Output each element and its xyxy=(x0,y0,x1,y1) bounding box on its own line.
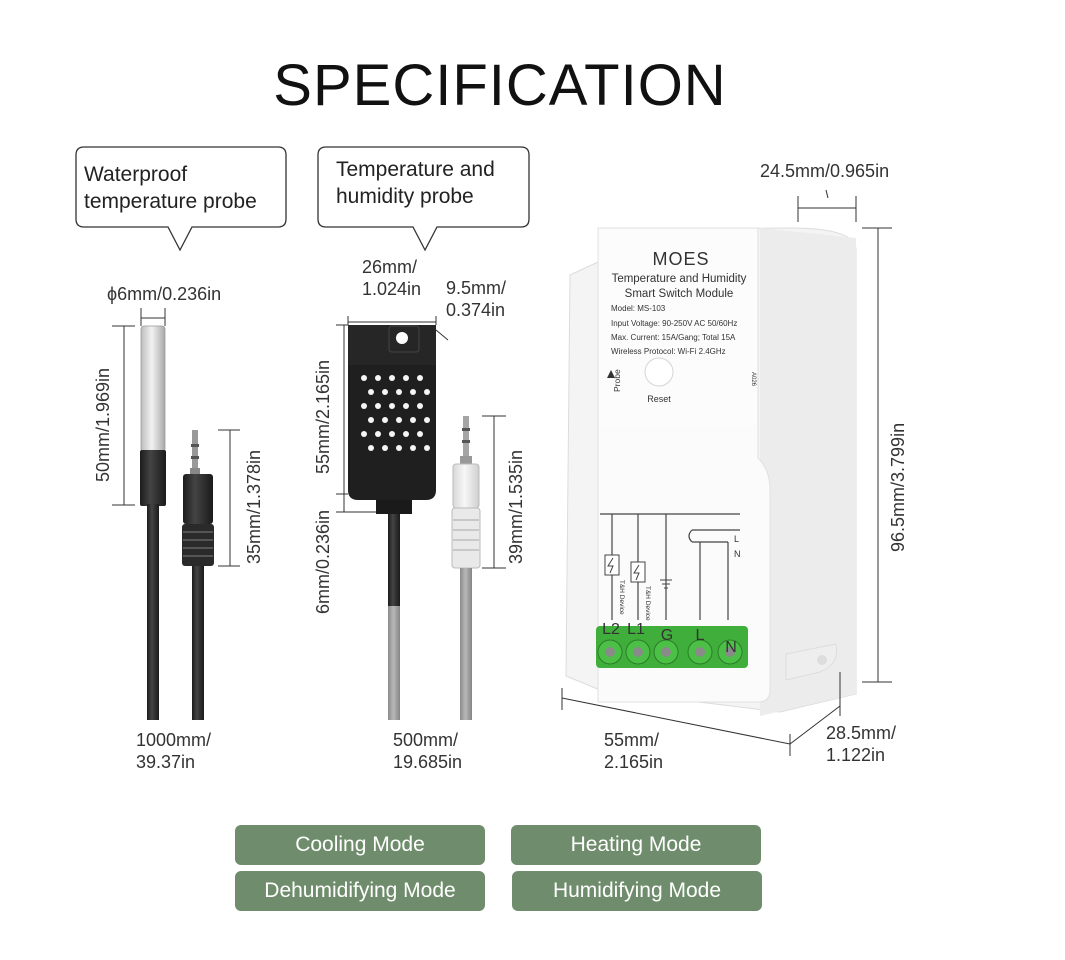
module-device-label-1: T&H Device xyxy=(618,580,625,615)
callout-bubble-temp-probe xyxy=(75,146,287,252)
dim-module-width: 55mm/ 2.165in xyxy=(604,730,664,772)
dim-probe2-width: 26mm/ 1.024in xyxy=(362,257,422,299)
callout-temp-probe: Waterproof temperature probe xyxy=(84,163,257,213)
dim-probe1-diameter: ϕ6mm/0.236in xyxy=(107,284,222,304)
module-name-line1: Temperature and Humidity xyxy=(612,273,747,285)
terminal-label-l1: L1 xyxy=(627,621,645,638)
waterproof-temperature-probe xyxy=(140,325,214,720)
module-name-line2: Smart Switch Module xyxy=(625,288,734,300)
dim-probe1-length: 50mm/1.969in xyxy=(93,367,113,482)
module-spec-voltage: Input Voltage: 90-250V AC 50/60Hz xyxy=(611,319,737,328)
dim-probe2-height: 55mm/2.165in xyxy=(313,359,333,474)
probe1-dimension-lines xyxy=(112,308,240,567)
heating-mode-button[interactable]: Heating Mode xyxy=(511,825,761,865)
module-spec-wireless: Wireless Protocol: Wi-Fi 2.4GHz xyxy=(611,347,726,356)
module-side-code: A026 xyxy=(750,372,756,387)
terminal-label-l: L xyxy=(696,627,705,644)
dim-module-height: 96.5mm/3.799in xyxy=(888,422,908,552)
probe-port-arrow-icon xyxy=(607,370,615,378)
terminal-label-l2: L2 xyxy=(602,621,620,638)
dim-probe2-depth: 9.5mm/ 0.374in xyxy=(446,278,507,320)
dim-cable1-length: 1000mm/ 39.37in xyxy=(136,730,212,772)
module-spec-current: Max. Current: 15A/Gang; Total 15A xyxy=(611,333,736,342)
callout-temp-humidity-probe: Temperature and humidity probe xyxy=(336,158,495,208)
module-probe-port-label: Probe xyxy=(612,369,622,392)
module-device-label-2: T&H Device xyxy=(644,586,651,621)
dehumidifying-mode-button[interactable]: Dehumidifying Mode xyxy=(235,871,485,911)
dim-jack2-length: 39mm/1.535in xyxy=(506,449,526,564)
smart-switch-module xyxy=(565,227,857,716)
module-reset-label: Reset xyxy=(647,394,671,404)
module-wire-n-label: N xyxy=(734,549,741,559)
module-dimension-lines xyxy=(561,189,892,756)
dim-probe2-neck: 6mm/0.236in xyxy=(313,509,333,614)
module-wire-l-label: L xyxy=(734,534,739,544)
callout-bubble-temp-hum-probe xyxy=(317,146,530,252)
temperature-humidity-probe xyxy=(348,325,481,720)
terminal-label-n: N xyxy=(725,639,737,656)
dim-jack1-length: 35mm/1.378in xyxy=(244,449,264,564)
terminal-label-g: G xyxy=(661,627,673,644)
cooling-mode-button[interactable]: Cooling Mode xyxy=(235,825,485,865)
humidifying-mode-button[interactable]: Humidifying Mode xyxy=(512,871,762,911)
module-brand-logo: MOES xyxy=(652,249,709,269)
dim-module-top-depth: 24.5mm/0.965in xyxy=(760,161,890,181)
probe2-dimension-lines xyxy=(336,316,506,569)
page-title: SPECIFICATION xyxy=(273,53,727,118)
probe-vent-holes xyxy=(361,375,430,451)
dim-cable2-length: 500mm/ 19.685in xyxy=(393,730,463,772)
module-spec-model: Model: MS-103 xyxy=(611,304,666,313)
dim-module-depth: 28.5mm/ 1.122in xyxy=(826,723,897,765)
